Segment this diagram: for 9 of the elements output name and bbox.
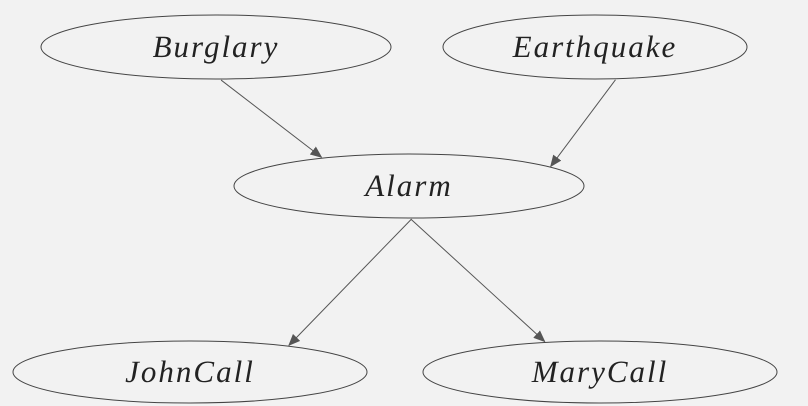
node-label: Burglary: [152, 29, 280, 65]
arrow: [550, 79, 616, 168]
arrow: [288, 218, 412, 346]
arrow: [410, 218, 546, 342]
node-label: MaryCall: [532, 354, 668, 390]
node-label: Earthquake: [512, 29, 678, 65]
node-label: Alarm: [365, 168, 453, 204]
arrow: [220, 80, 322, 158]
node-label: JohnCall: [125, 354, 255, 390]
